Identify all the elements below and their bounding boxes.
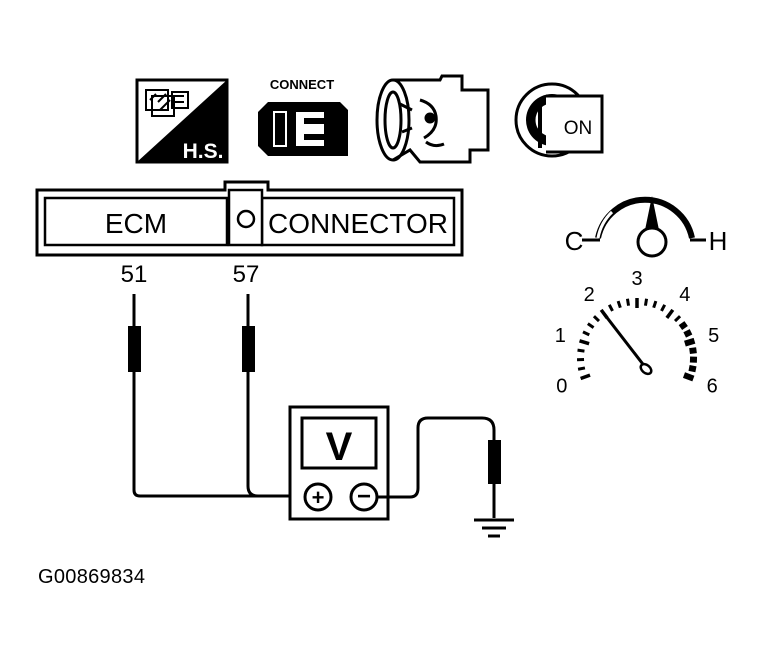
connect-connector-icon: CONNECT <box>258 77 348 156</box>
tach-tick <box>618 301 620 308</box>
tach-label-4: 4 <box>679 284 690 306</box>
connect-label: CONNECT <box>270 77 334 92</box>
tach-label-1: 1 <box>555 325 566 347</box>
hot-soak-icon: H.S. <box>137 80 227 163</box>
tach-tick <box>661 305 664 311</box>
tach-label-5: 5 <box>708 325 719 347</box>
connector-label: CONNECTOR <box>268 208 448 239</box>
tach-tick-labels: 0 1 2 3 4 5 6 <box>555 268 719 397</box>
tach-label-6: 6 <box>707 375 718 397</box>
tachometer: 0 1 2 3 4 5 6 <box>555 268 719 397</box>
ecm-label: ECM <box>105 208 167 239</box>
tach-label-3: 3 <box>631 268 642 290</box>
ignition-on-icon: ON <box>516 84 602 156</box>
hs-badge-label: H.S. <box>183 140 224 163</box>
tach-tick <box>654 301 656 308</box>
tach-tick <box>588 324 594 328</box>
tach-needle <box>605 315 653 376</box>
ignition-cylinder-icon <box>377 76 488 162</box>
tach-tick <box>645 299 646 306</box>
tach-tick <box>581 375 590 378</box>
negative-terminal-symbol: − <box>357 483 371 510</box>
temp-hot-label: H <box>709 226 728 256</box>
voltmeter: V + − <box>290 407 388 519</box>
ecm-connector: ECM CONNECTOR <box>37 182 462 255</box>
tach-tick <box>627 299 628 306</box>
voltmeter-symbol: V <box>326 425 353 469</box>
tach-needle-hub <box>639 362 653 376</box>
temperature-gauge-icon: C H <box>565 196 728 256</box>
tach-tick <box>667 310 673 318</box>
tach-tick <box>609 305 612 311</box>
ground-symbol <box>474 520 514 536</box>
tach-tick <box>680 324 686 328</box>
tach-label-0: 0 <box>556 375 567 397</box>
figure-id: G00869834 <box>38 566 145 589</box>
tach-tick <box>578 368 585 369</box>
tach-tick <box>684 375 693 378</box>
pin-51-label: 51 <box>121 261 148 288</box>
tach-tick <box>580 341 590 344</box>
tach-tick <box>690 350 697 351</box>
temp-cold-label: C <box>565 226 584 256</box>
tach-tick-marks <box>577 298 697 379</box>
tach-tick <box>685 341 695 344</box>
pin-57-label: 57 <box>233 261 260 288</box>
tach-tick <box>675 316 680 321</box>
probe-lead-57 <box>242 294 258 496</box>
tach-tick <box>594 316 599 321</box>
tach-tick <box>578 350 585 351</box>
positive-terminal-symbol: + <box>312 485 325 510</box>
tach-tick <box>689 368 696 369</box>
tach-tick <box>685 332 691 335</box>
tach-tick <box>583 332 589 335</box>
ground-lead <box>377 418 501 518</box>
ignition-on-label: ON <box>564 118 593 139</box>
tach-label-2: 2 <box>584 284 595 306</box>
